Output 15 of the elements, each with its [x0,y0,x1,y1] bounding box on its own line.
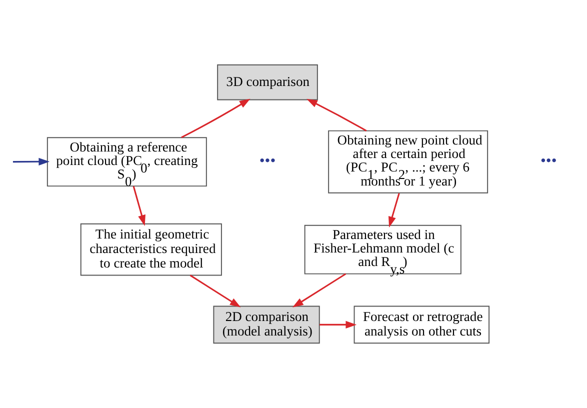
node-label: y,s [390,262,405,277]
arrow [388,193,400,228]
arrow [306,98,367,132]
node-box: The initial geometric characteristics required to create the model [80,223,222,276]
node-box: 2D comparison (model analysis) [213,306,320,344]
arrow [12,158,50,166]
arrow [181,98,250,138]
arrow [320,320,357,328]
arrow [292,273,346,308]
node-box: Forecast or retrograde analysis on other cuts [354,306,490,344]
arrow [132,186,146,226]
label: ••• [259,152,276,170]
arrow [190,274,241,308]
node-box: 3D comparison [217,64,318,100]
label: ••• [540,152,557,170]
